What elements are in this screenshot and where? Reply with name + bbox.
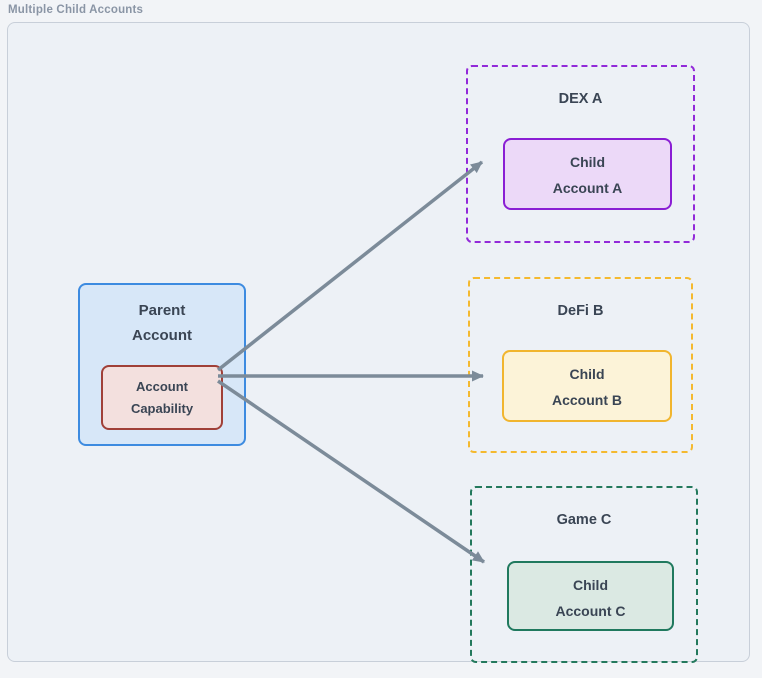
group-game-c-label: Game C — [556, 512, 612, 528]
account-capability-node[interactable]: Account Capability — [101, 365, 223, 430]
group-defi-b[interactable]: DeFi B Child Account B — [468, 277, 693, 453]
account-capability-label: Account Capability — [130, 379, 194, 416]
child-account-c-node[interactable]: Child Account C — [507, 561, 674, 631]
child-account-c-label: Child Account C — [555, 577, 626, 619]
child-account-b-node[interactable]: Child Account B — [502, 350, 672, 422]
parent-account-node[interactable]: Parent Account Account Capability — [78, 283, 246, 446]
child-account-a-label: Child Account A — [552, 154, 623, 196]
child-account-a-node[interactable]: Child Account A — [503, 138, 672, 210]
group-game-c[interactable]: Game C Child Account C — [470, 486, 698, 663]
group-dex-a[interactable]: DEX A Child Account A — [466, 65, 695, 243]
group-dex-a-label: DEX A — [558, 91, 603, 107]
diagram-title: Multiple Child Accounts — [8, 4, 144, 16]
parent-account-label: Parent Account — [132, 302, 192, 344]
child-account-b-label: Child Account B — [552, 366, 622, 408]
diagram-canvas: Parent Account Account Capability DEX A … — [7, 22, 750, 663]
group-defi-b-label: DeFi B — [557, 303, 604, 319]
